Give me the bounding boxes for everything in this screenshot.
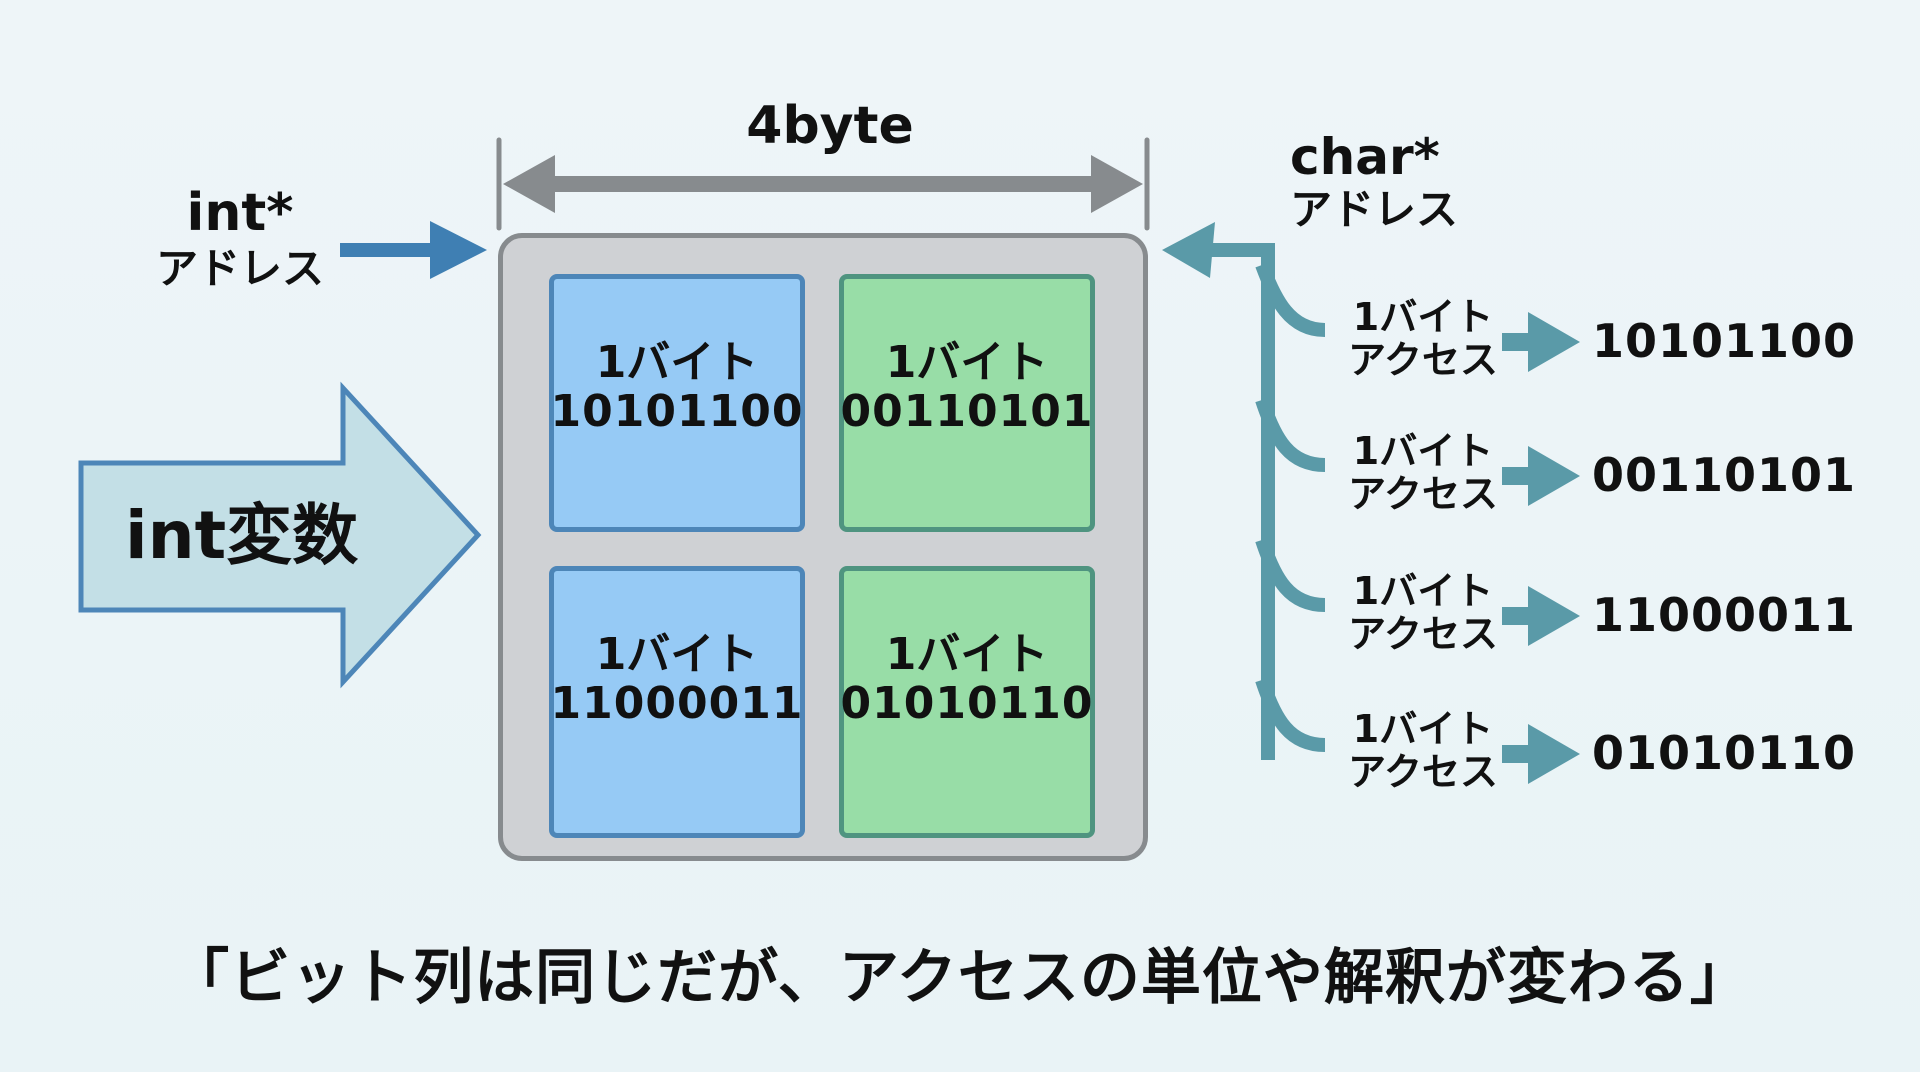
byte-access-label: 1バイト アクセス bbox=[1338, 430, 1508, 515]
int-pointer-label: int* アドレス bbox=[130, 183, 350, 294]
access-arrow-1 bbox=[1502, 446, 1580, 506]
cell-bits: 11000011 bbox=[550, 678, 804, 730]
cell-label: 1バイト bbox=[885, 337, 1049, 388]
cell-label: 1バイト bbox=[595, 337, 759, 388]
byte-access-label: 1バイト アクセス bbox=[1338, 296, 1508, 381]
byte-access-result: 01010110 bbox=[1592, 726, 1857, 780]
byte-access-label: 1バイト アクセス bbox=[1338, 570, 1508, 655]
access-arrow-0 bbox=[1502, 312, 1580, 372]
cell-bits: 00110101 bbox=[840, 386, 1094, 438]
memory-block: 1バイト 10101100 1バイト 00110101 1バイト 1100001… bbox=[498, 233, 1148, 861]
int-variable-label: int変数 bbox=[125, 497, 359, 574]
int-pointer-address-label: アドレス bbox=[155, 244, 324, 294]
access-arrow-3 bbox=[1502, 724, 1580, 784]
char-pointer-type: char* bbox=[1290, 128, 1440, 186]
cell-label: 1バイト bbox=[595, 629, 759, 680]
access-line1: 1バイト bbox=[1352, 295, 1494, 339]
char-pointer-address-label: アドレス bbox=[1290, 185, 1459, 234]
memory-cell: 1バイト 10101100 bbox=[549, 274, 805, 532]
byte-access-result: 11000011 bbox=[1592, 588, 1857, 642]
int-variable-arrow bbox=[78, 381, 482, 689]
byte-access-result: 00110101 bbox=[1592, 448, 1857, 502]
cell-bits: 10101100 bbox=[550, 386, 804, 438]
cell-bits: 01010110 bbox=[840, 678, 1094, 730]
dimension-arrow bbox=[496, 137, 1150, 231]
caption: 「ビット列は同じだが、アクセスの単位や解釈が変わる」 bbox=[169, 943, 1751, 1013]
int-pointer-arrow bbox=[340, 221, 487, 279]
char-pointer-arrowhead bbox=[1162, 222, 1215, 278]
char-pointer-arrow bbox=[1200, 243, 1326, 760]
access-line1: 1バイト bbox=[1352, 569, 1494, 613]
access-line1: 1バイト bbox=[1352, 707, 1494, 751]
memory-cell: 1バイト 01010110 bbox=[839, 566, 1095, 838]
access-line2: アクセス bbox=[1347, 749, 1499, 794]
access-line2: アクセス bbox=[1347, 337, 1499, 382]
byte-access-label: 1バイト アクセス bbox=[1338, 708, 1508, 793]
memory-cell: 1バイト 00110101 bbox=[839, 274, 1095, 532]
access-arrow-2 bbox=[1502, 586, 1580, 646]
byte-access-result: 10101100 bbox=[1592, 314, 1857, 368]
access-line2: アクセス bbox=[1347, 611, 1499, 656]
access-line1: 1バイト bbox=[1352, 429, 1494, 473]
access-line2: アクセス bbox=[1347, 471, 1499, 516]
size-label: 4byte bbox=[746, 96, 914, 156]
int-pointer-type: int* bbox=[186, 183, 294, 243]
access-result-arrows bbox=[1502, 312, 1580, 784]
cell-label: 1バイト bbox=[885, 629, 1049, 680]
memory-cell: 1バイト 11000011 bbox=[549, 566, 805, 838]
char-pointer-label: char* アドレス bbox=[1290, 130, 1458, 233]
